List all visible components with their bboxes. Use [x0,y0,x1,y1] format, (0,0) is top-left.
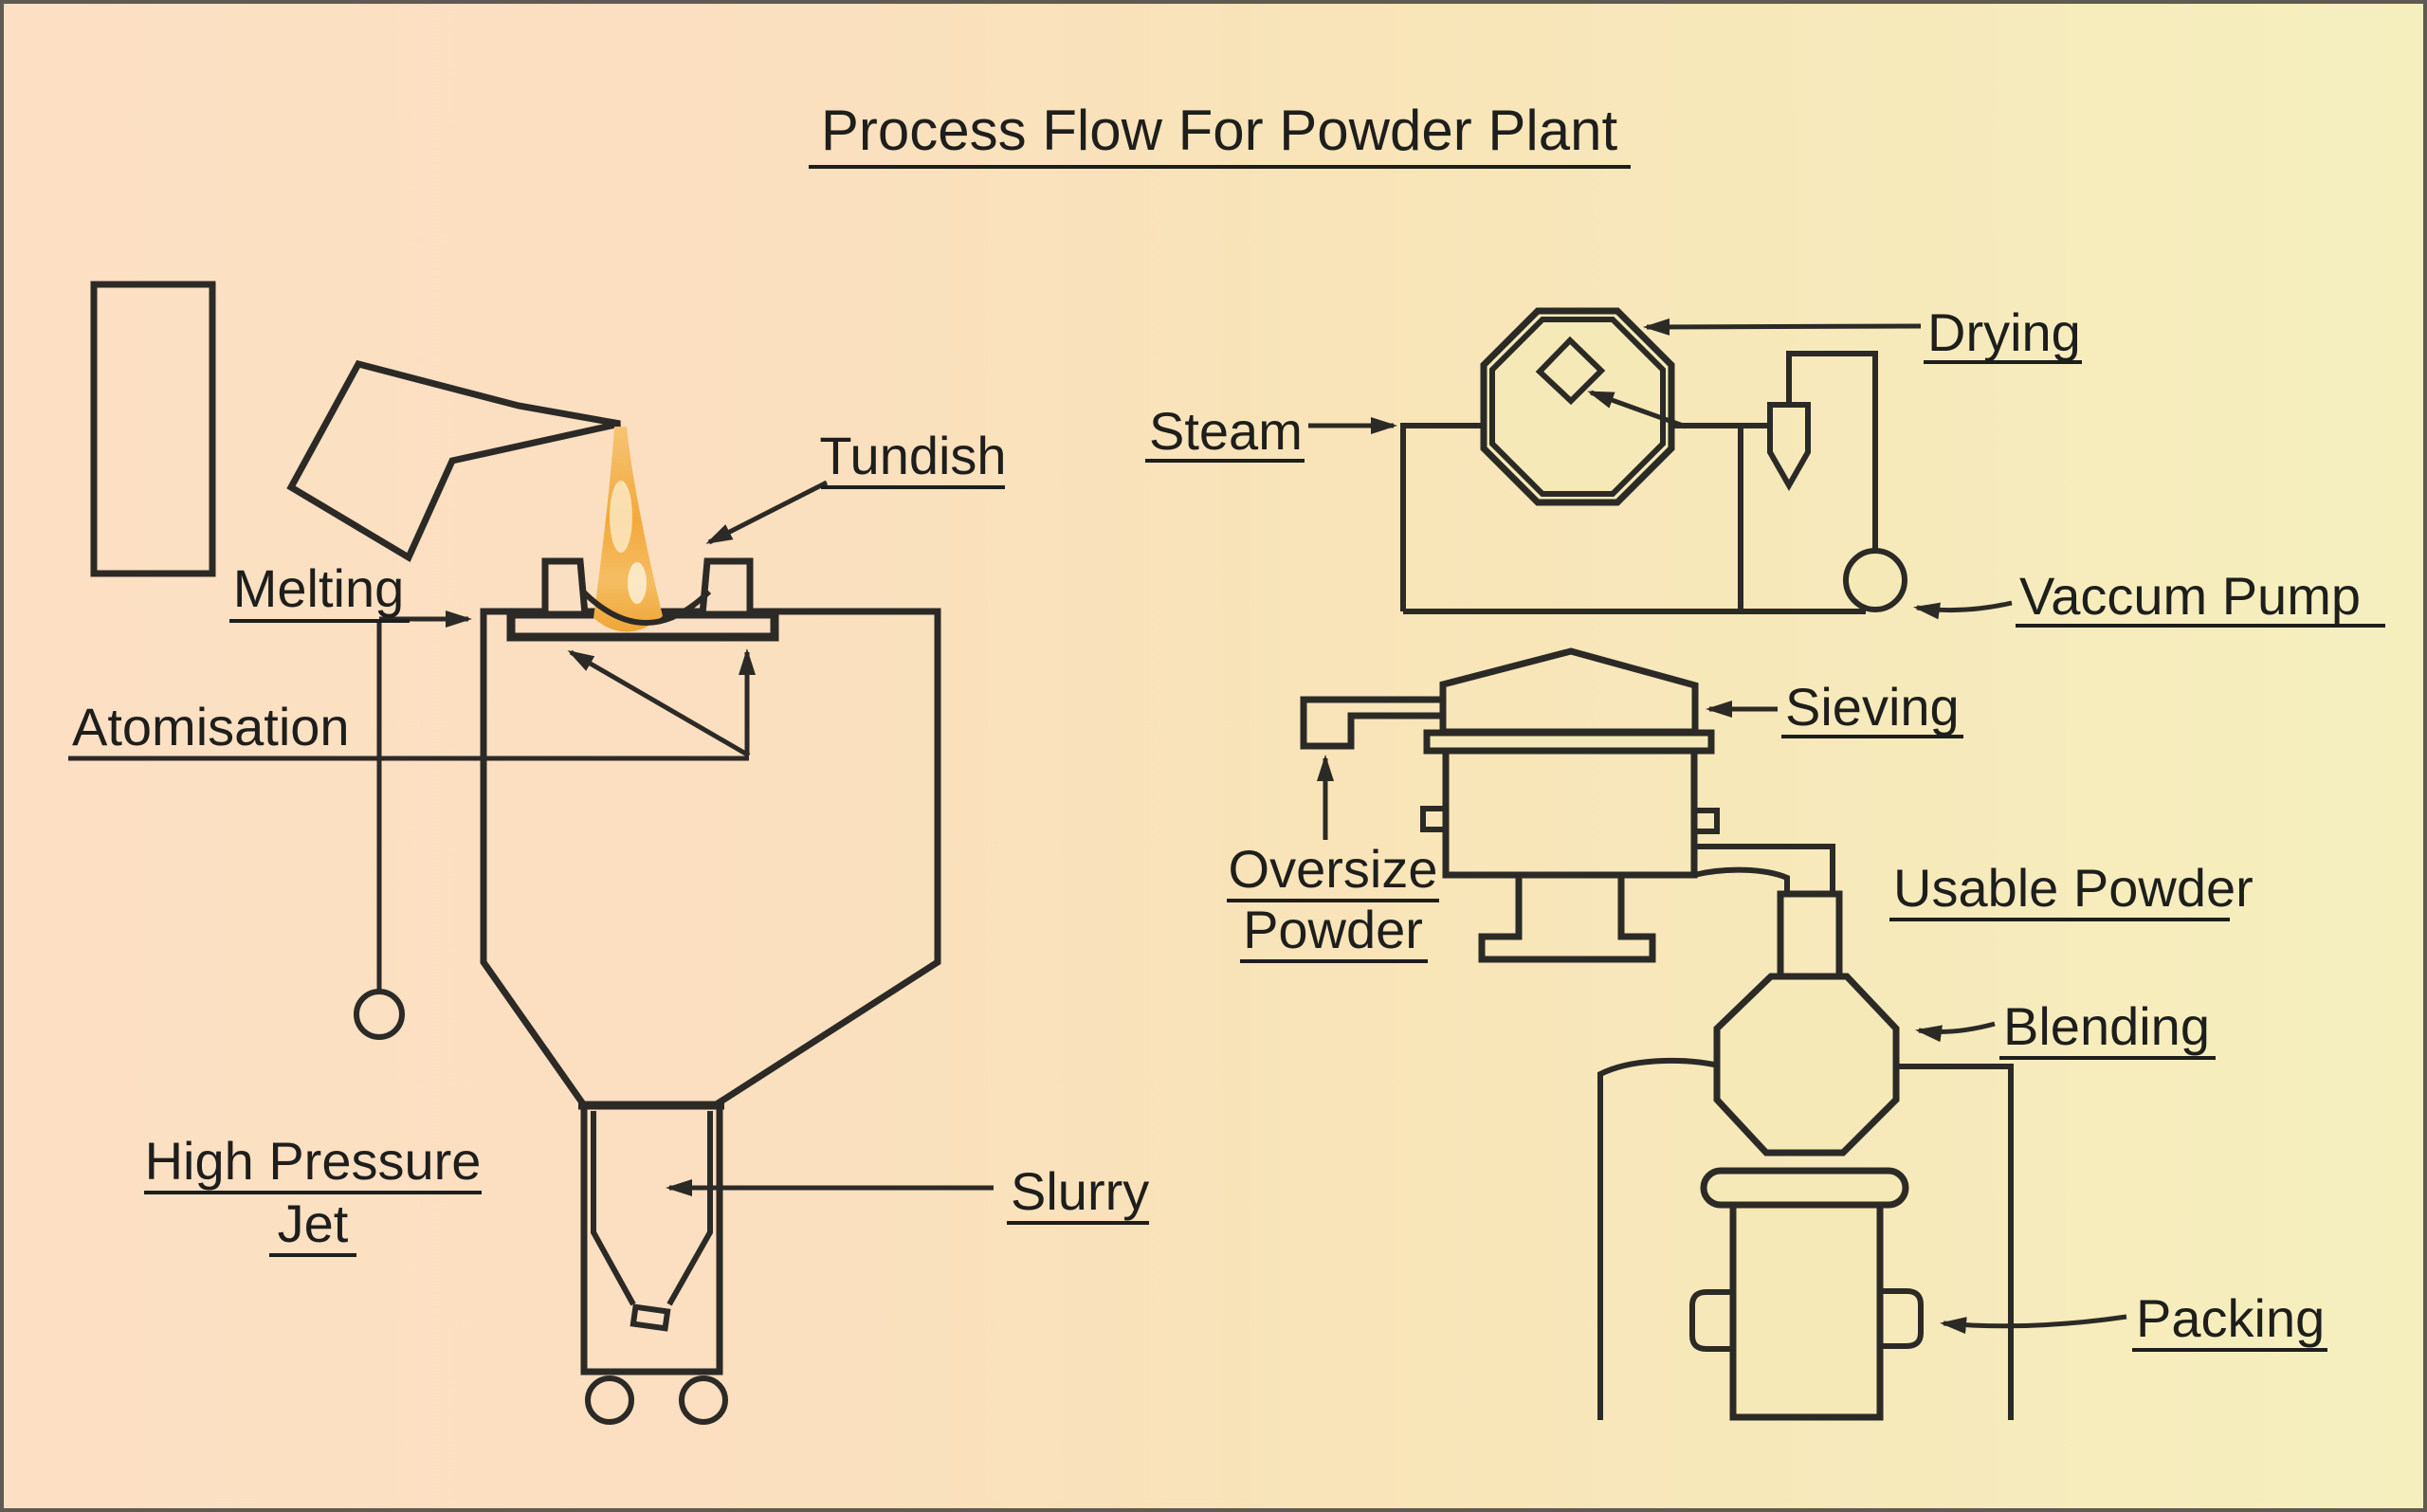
vacuum-pipe [1786,351,1878,550]
label-melting: Melting [233,558,405,618]
slurry-funnel [591,1111,713,1306]
label-usable-powder: Usable Powder [1893,858,2254,918]
high-pressure-jet-nozzle [354,989,405,1040]
label-packing: Packing [2136,1288,2325,1348]
label-sieving: Sieving [1785,677,1960,737]
stand-frame-right [1896,1064,2014,1420]
sieve-pedestal [1478,875,1656,963]
packing-handle-left [1689,1289,1733,1352]
packing-container [1729,1201,1884,1421]
drying-drum-inner [1489,317,1666,497]
outlet-pipe-bottom [1693,866,1790,894]
cart-wheel-right [679,1375,728,1425]
tundish-arrow [705,480,829,545]
labels-layer: Process Flow For Powder Plant Melting Tu… [72,99,2385,1352]
ingot-block [90,281,216,577]
label-oversize-powder: Powder [1243,900,1423,959]
sieving-unit [1300,647,1835,963]
sieve-clamp-left [1420,806,1449,832]
label-tundish: Tundish [819,426,1006,485]
vaccum-pump-circle [1843,548,1907,612]
blender-spout [1777,890,1843,976]
blending-packing-unit [1597,890,2127,1421]
tundish-trough [580,589,712,626]
drying-drum-outer [1480,307,1675,506]
vaccum-pump-arrow [1913,600,2013,620]
label-drying: Drying [1927,302,2081,362]
condenser-vessel [1767,402,1811,492]
label-high-pressure: High Pressure [145,1131,482,1191]
cart-wheel-left [585,1375,634,1425]
label-blending: Blending [2003,996,2210,1056]
packing-arrow [1940,1314,2127,1335]
packing-lid [1700,1167,1909,1209]
molten-stream-highlight [610,481,632,553]
drum-paddle [1535,336,1606,406]
molten-stream-highlight2 [628,562,647,604]
drying-unit [1308,307,2013,620]
label-slurry: Slurry [1011,1161,1149,1221]
label-jet: Jet [278,1193,349,1253]
atomisation-chamber [480,608,941,1108]
label-atomisation: Atomisation [72,697,350,756]
label-vaccum-pump: Vaccum Pump [2019,566,2361,626]
slurry-nozzle [630,1303,671,1332]
drying-arrow [1643,318,1922,336]
packing-handle-right [1880,1288,1924,1349]
sieve-body [1442,747,1698,879]
label-steam: Steam [1149,401,1303,461]
tundish-left-post [541,557,589,618]
label-oversize: Oversize [1229,839,1438,899]
sieve-roof [1439,647,1699,736]
blending-arrow [1915,1021,1996,1043]
oversize-pipe [1300,696,1444,750]
slurry-tank [580,1102,723,1375]
blending-octagon [1713,973,1900,1157]
drum-paddle-pointer [1587,390,1687,429]
atomisation-arrow-diagonal [567,649,751,758]
outlet-pipe-top [1694,844,1835,894]
page-title: Process Flow For Powder Plant [821,99,1618,162]
sieve-clamp-right [1691,808,1720,834]
stand-frame-left [1597,1057,1715,1420]
tundish-right-post [699,557,754,618]
melting-atomisation-unit [68,281,994,1425]
pouring-ladle [286,359,621,563]
